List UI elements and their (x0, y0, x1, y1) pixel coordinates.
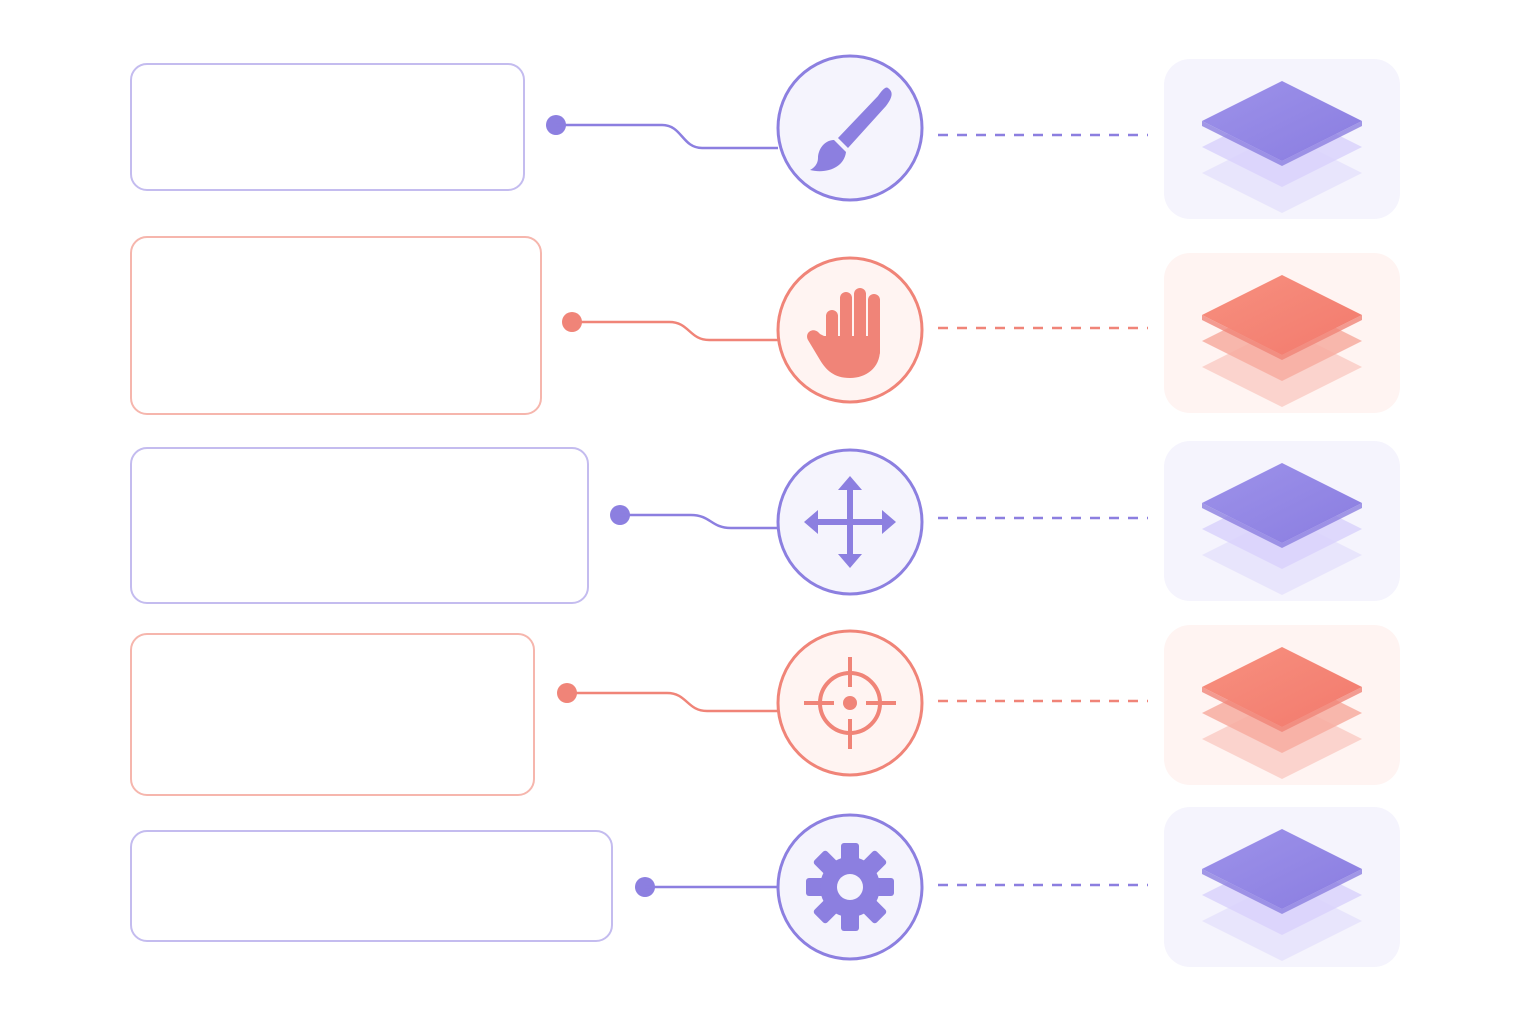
connector-line (567, 691, 778, 713)
paintbrush-icon (810, 87, 892, 172)
key-panel (130, 830, 613, 942)
layer-stack-icon (1164, 807, 1400, 967)
connector-line (620, 513, 778, 530)
gear-icon (806, 843, 894, 931)
key-panel (130, 633, 535, 796)
move-arrows-icon (804, 476, 896, 568)
layer-stack-icon (1164, 625, 1400, 785)
key-panel (130, 447, 589, 604)
hand-stop-icon (807, 288, 880, 378)
layer-stack-icon (1164, 253, 1400, 413)
connector-line (572, 320, 778, 342)
connector-line (556, 123, 778, 150)
layer-stack-icon (1164, 59, 1400, 219)
key-panel (130, 63, 525, 191)
layer-stack-icon (1164, 441, 1400, 601)
key-panel (130, 236, 542, 415)
crosshair-icon (804, 657, 896, 749)
